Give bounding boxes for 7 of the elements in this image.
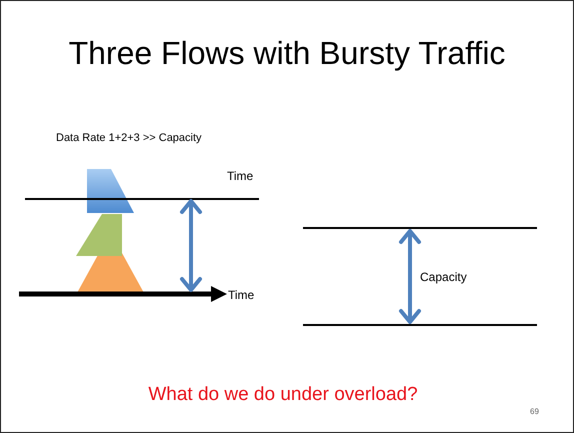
chart-caption: Data Rate 1+2+3 >> Capacity <box>56 132 202 146</box>
page-number: 69 <box>530 407 539 417</box>
axis-label: Time <box>228 288 254 302</box>
axis-label: Time <box>227 169 254 184</box>
question-text: What do we do under overload? <box>148 384 418 407</box>
slide-title: Three Flows with Bursty Traffic <box>68 35 506 72</box>
measure-label: Capacity <box>420 270 467 284</box>
